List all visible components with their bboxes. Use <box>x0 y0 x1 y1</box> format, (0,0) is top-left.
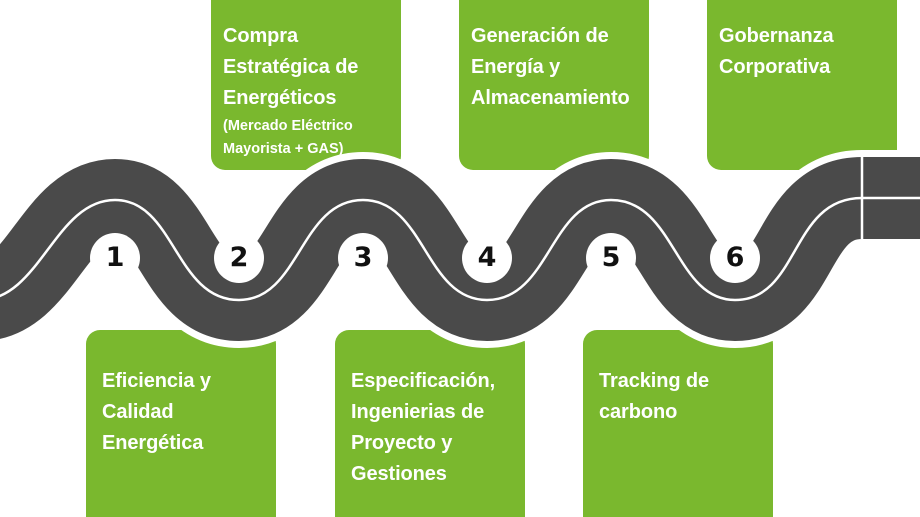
step-2-number: 2 <box>214 233 264 283</box>
step-5-card: Tracking de carbono <box>583 330 773 517</box>
step-1-card: Eficiencia y Calidad Energética <box>86 330 276 517</box>
step-6-number: 6 <box>710 233 760 283</box>
step-1-title: Eficiencia y Calidad Energética <box>102 370 211 454</box>
step-4-number: 4 <box>462 233 512 283</box>
step-2-title: Compra Estratégica de Energéticos <box>223 25 359 109</box>
step-3-title: Especificación, Ingenierias de Proyecto … <box>351 370 496 485</box>
step-2-subtitle: (Mercado Eléctrico Mayorista + GAS) <box>223 118 353 157</box>
step-5-title: Tracking de carbono <box>599 370 710 423</box>
road-center-line <box>0 196 920 302</box>
step-4-title: Generación de Energía y Almacenamiento <box>471 25 630 109</box>
step-1-number: 1 <box>90 233 140 283</box>
step-6-card: Gobernanza Corporativa <box>707 0 897 170</box>
step-3-number: 3 <box>338 233 388 283</box>
step-3-card: Especificación, Ingenierias de Proyecto … <box>335 330 525 517</box>
step-4-card: Generación de Energía y Almacenamiento <box>459 0 649 170</box>
step-5-number: 5 <box>586 233 636 283</box>
step-2-card: Compra Estratégica de Energéticos (Merca… <box>211 0 401 170</box>
step-6-title: Gobernanza Corporativa <box>719 25 834 78</box>
